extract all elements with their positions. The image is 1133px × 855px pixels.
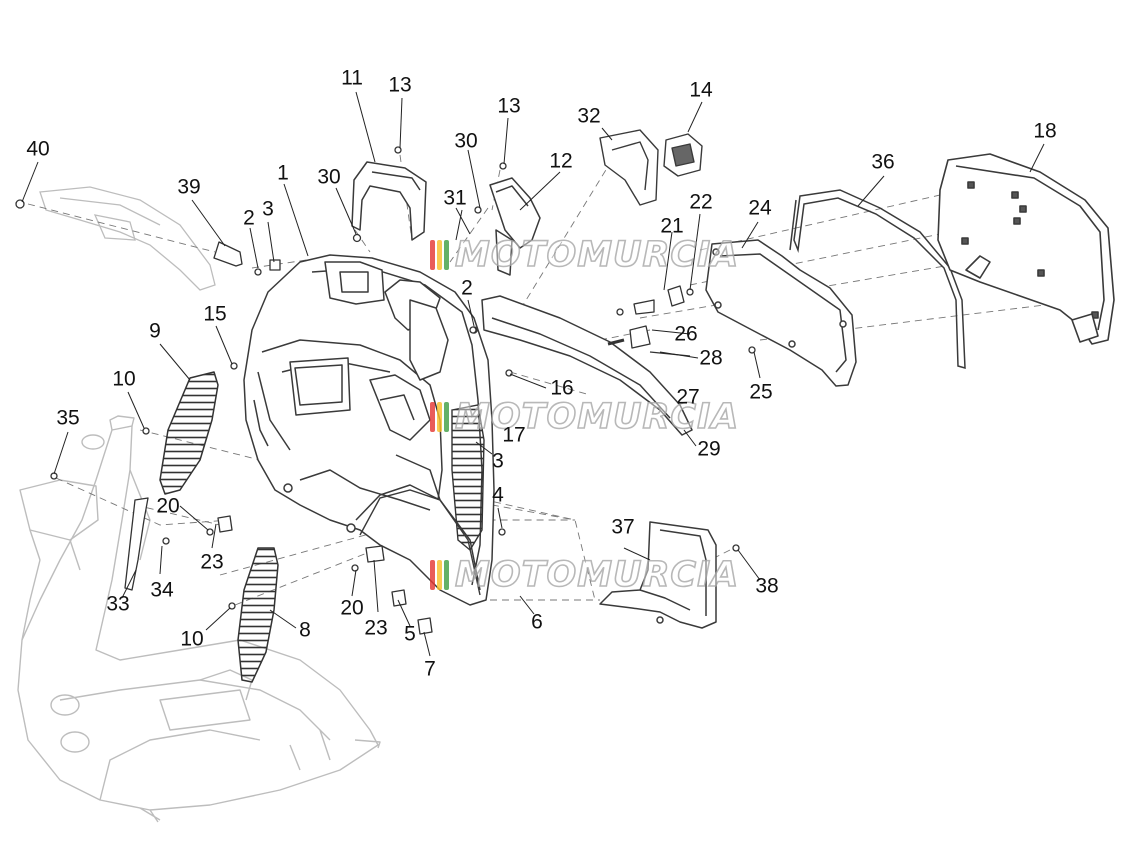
storage-box-37 xyxy=(599,521,717,629)
watermark-text: MOTOMURCIA xyxy=(454,396,740,438)
scooter-frame xyxy=(17,415,381,823)
part-number-label: 29 xyxy=(697,437,721,461)
part-number-label: 31 xyxy=(443,186,467,210)
part-number-label: 14 xyxy=(689,78,713,102)
part-number-label: 7 xyxy=(424,657,436,681)
watermark-middle: MOTOMURCIA xyxy=(430,396,740,438)
part-number-label: 30 xyxy=(317,165,341,189)
watermark-bottom: MOTOMURCIA xyxy=(430,554,740,596)
glovebox-lid-18 xyxy=(937,153,1115,345)
handlebar-cover xyxy=(39,186,216,291)
part-number-label: 20 xyxy=(340,596,364,620)
watermark-text: MOTOMURCIA xyxy=(454,554,740,596)
part-number-label: 18 xyxy=(1033,119,1057,143)
part-number-label: 15 xyxy=(203,302,227,326)
watermark-top: MOTOMURCIA xyxy=(430,234,740,276)
part-number-label: 28 xyxy=(699,346,723,370)
leader-lines xyxy=(21,91,1045,657)
part-number-label: 10 xyxy=(112,367,136,391)
part-number-label: 25 xyxy=(749,380,773,404)
part-number-label: 35 xyxy=(56,406,80,430)
part-number-label: 1 xyxy=(277,161,289,185)
inner-grille xyxy=(451,404,485,552)
part-number-label: 13 xyxy=(497,94,521,118)
grille-part-9 xyxy=(159,371,219,495)
seal-36 xyxy=(789,189,966,370)
part-number-label: 11 xyxy=(341,66,363,90)
part-number-label: 21 xyxy=(660,214,684,238)
part-number-label: 30 xyxy=(454,129,478,153)
bezel-parts xyxy=(351,161,541,276)
part-number-label: 6 xyxy=(531,610,543,634)
grille-part-8 xyxy=(237,547,279,683)
part-number-label: 3 xyxy=(492,449,504,473)
part-number-label: 39 xyxy=(177,175,201,199)
upper-trim-29 xyxy=(481,295,693,436)
part-number-label: 37 xyxy=(611,515,635,539)
part-number-label: 20 xyxy=(156,494,180,518)
fasteners xyxy=(15,146,756,635)
part-number-label: 23 xyxy=(364,616,388,640)
part-number-label: 33 xyxy=(106,592,130,616)
watermark-logo-mark xyxy=(430,402,449,432)
part-number-label: 32 xyxy=(577,104,601,128)
part-number-label: 5 xyxy=(404,622,416,646)
part-number-label: 3 xyxy=(262,197,274,221)
part-number-label: 10 xyxy=(180,627,204,651)
part-number-label: 40 xyxy=(26,137,50,161)
part-number-label: 8 xyxy=(299,618,311,642)
bracket-parts xyxy=(599,129,703,206)
part-number-label: 23 xyxy=(200,550,224,574)
part-number-label: 22 xyxy=(689,190,713,214)
watermark-text: MOTOMURCIA xyxy=(454,234,740,276)
part-number-label: 4 xyxy=(492,483,504,507)
part-number-label: 27 xyxy=(676,385,700,409)
watermark-logo-mark xyxy=(430,240,449,270)
part-number-label: 12 xyxy=(549,149,573,173)
part-number-label: 24 xyxy=(748,196,772,220)
watermark-logo-mark xyxy=(430,560,449,590)
part-number-label: 13 xyxy=(388,73,412,97)
part-number-label: 2 xyxy=(461,276,473,300)
part-number-label: 16 xyxy=(550,376,574,400)
part-number-label: 26 xyxy=(674,322,698,346)
glovebox-door-24 xyxy=(705,239,857,387)
part-number-label: 2 xyxy=(243,206,255,230)
lower-cover-6 xyxy=(359,489,481,596)
part-number-label: 38 xyxy=(755,574,779,598)
part-number-label: 9 xyxy=(149,319,161,343)
part-number-label: 36 xyxy=(871,150,895,174)
part-number-label: 17 xyxy=(502,423,526,447)
part-number-label: 34 xyxy=(150,578,174,602)
